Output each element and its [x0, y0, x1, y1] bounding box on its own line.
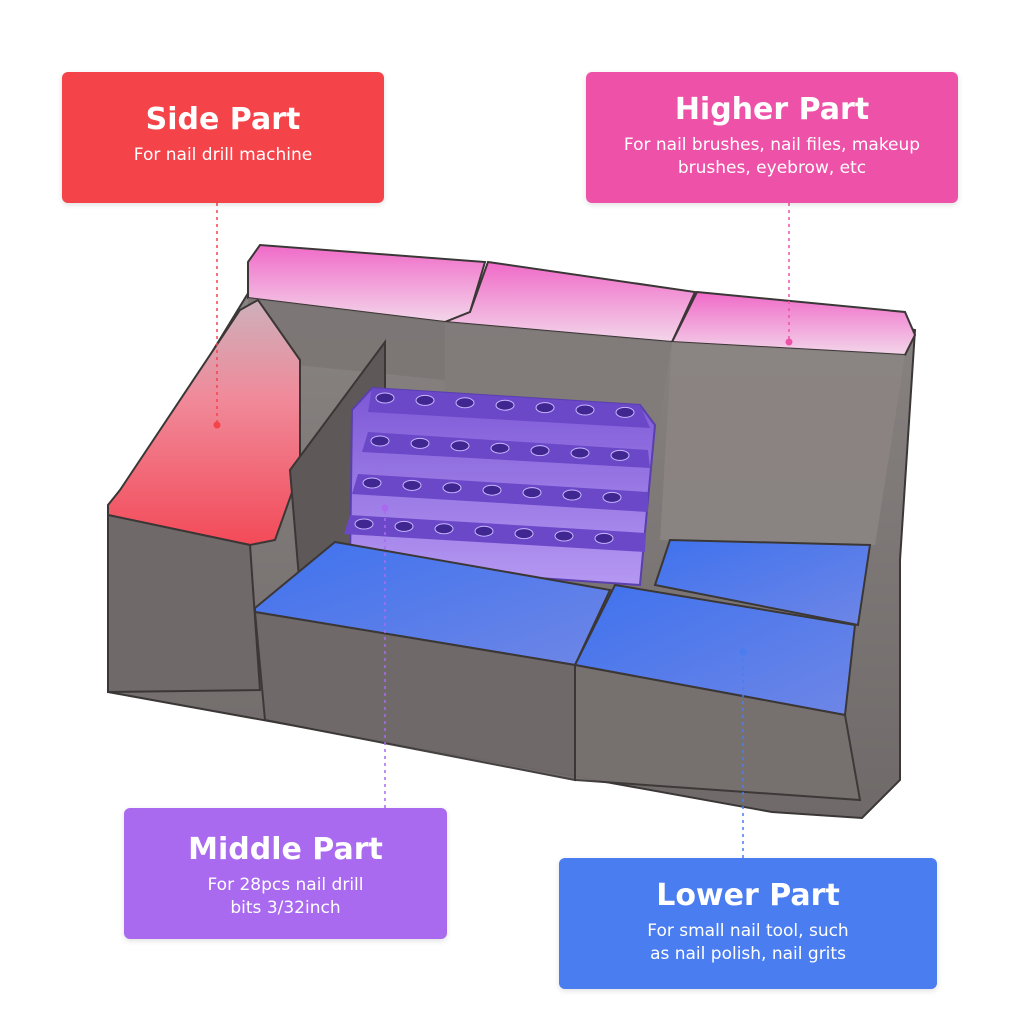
side-compartment — [107, 298, 301, 547]
callout-higher-part: Higher Part For nail brushes, nail files… — [586, 72, 958, 203]
bit-hole — [474, 525, 494, 537]
bit-hole — [434, 523, 454, 535]
callout-lower-part: Lower Part For small nail tool, such as … — [559, 858, 937, 989]
bit-hole — [570, 447, 590, 459]
lower-compartment-back — [653, 538, 872, 627]
bit-hole — [514, 528, 534, 540]
callout-middle-part: Middle Part For 28pcs nail drill bits 3/… — [124, 808, 447, 939]
bit-hole — [394, 520, 414, 532]
callout-side-part: Side Part For nail drill machine — [62, 72, 384, 203]
bit-hole — [362, 477, 382, 489]
bit-hole — [415, 394, 435, 406]
leader-lower-dot — [739, 648, 747, 656]
bit-hole — [490, 442, 510, 454]
bit-hole — [575, 404, 595, 416]
middle-part-description: For 28pcs nail drill bits 3/32inch — [207, 875, 364, 918]
bit-hole — [610, 449, 630, 461]
bit-hole — [495, 399, 515, 411]
bit-holder — [344, 386, 657, 587]
lower-part-title: Lower Part — [656, 878, 840, 913]
bit-hole — [402, 479, 422, 491]
bit-hole — [522, 487, 542, 499]
bit-hole — [450, 440, 470, 452]
bit-hole — [375, 392, 395, 404]
bit-hole — [535, 402, 555, 414]
bit-hole — [602, 491, 622, 503]
bit-hole — [615, 406, 635, 418]
bit-hole — [354, 518, 374, 530]
bit-hole — [455, 397, 475, 409]
bit-hole — [482, 484, 502, 496]
higher-part-description: For nail brushes, nail files, makeup bru… — [623, 135, 921, 178]
bit-hole — [594, 532, 614, 544]
lower-part-description: For small nail tool, such as nail polish… — [647, 921, 849, 964]
bit-hole — [410, 437, 430, 449]
side-part-description: For nail drill machine — [133, 145, 313, 165]
higher-compartment-right — [670, 290, 917, 357]
bit-hole — [530, 445, 550, 457]
bit-hole — [554, 530, 574, 542]
middle-part-title: Middle Part — [188, 832, 383, 867]
bit-hole — [370, 435, 390, 447]
bit-holes — [354, 392, 635, 544]
leader-side-dot — [213, 421, 221, 429]
leader-higher-dot — [785, 338, 793, 346]
bit-hole — [562, 489, 582, 501]
bit-hole — [442, 482, 462, 494]
higher-part-title: Higher Part — [674, 92, 870, 127]
side-part-title: Side Part — [145, 102, 301, 137]
leader-middle-dot — [381, 504, 389, 512]
